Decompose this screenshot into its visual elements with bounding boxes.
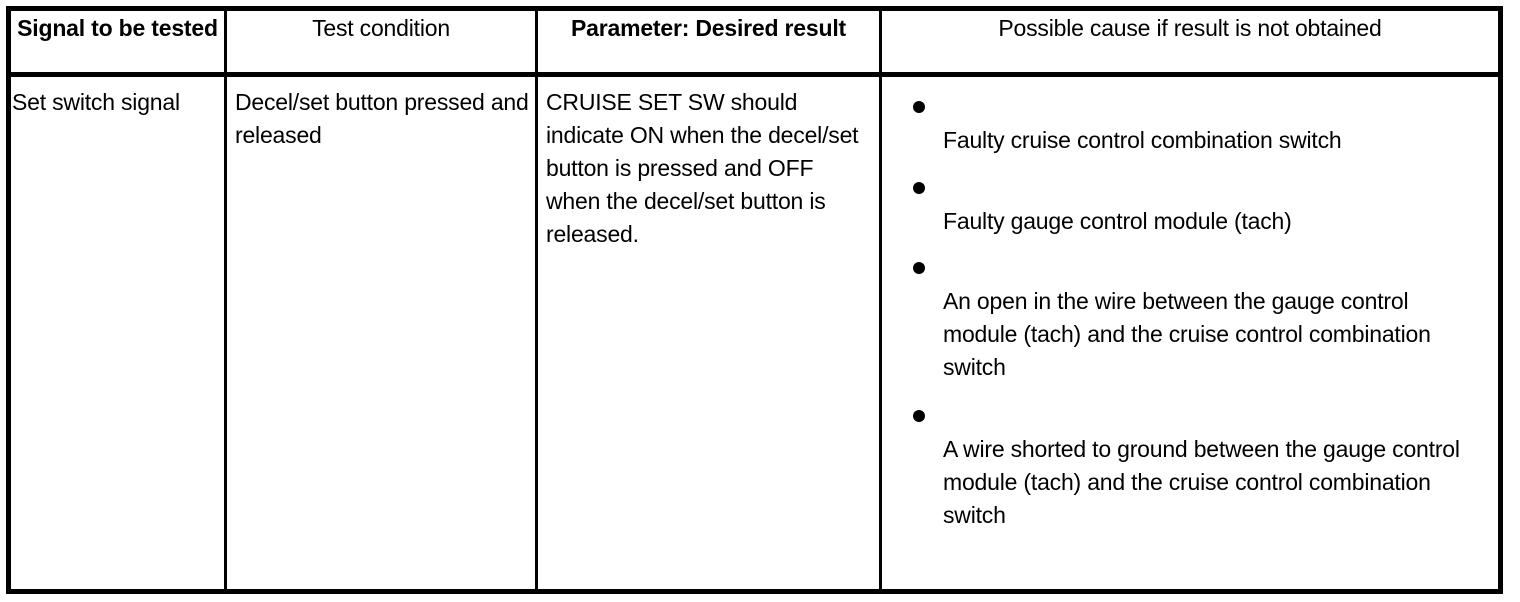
cell-parameter-desired-result: CRUISE SET SW should indicate ON when th… [546, 89, 859, 247]
list-item: Faulty cruise control combination switch [882, 91, 1498, 157]
list-item-label: An open in the wire between the gauge co… [943, 288, 1431, 380]
table-body-row: Set switch signal Decel/set button press… [11, 77, 1498, 589]
list-item-label: A wire shorted to ground between the gau… [943, 436, 1460, 528]
possible-cause-list: Faulty cruise control combination switch… [882, 91, 1498, 532]
bullet-dot-icon [882, 400, 1498, 433]
header-bottom-rule [11, 72, 1498, 77]
column-header-test-condition: Test condition [312, 15, 450, 41]
list-item: Faulty gauge control module (tach) [882, 172, 1498, 238]
list-item-label: Faulty cruise control combination switch [943, 127, 1342, 153]
bullet-dot-icon [882, 172, 1498, 205]
column-divider-1 [224, 11, 227, 589]
bullet-dot-icon [882, 91, 1498, 124]
list-item: An open in the wire between the gauge co… [882, 252, 1498, 384]
column-header-possible-cause: Possible cause if result is not obtained [998, 15, 1382, 41]
column-divider-2 [535, 11, 538, 589]
diagnostic-table: Signal to be tested Test condition Param… [6, 6, 1503, 594]
table-header-row: Signal to be tested Test condition Param… [11, 11, 1498, 72]
list-item: A wire shorted to ground between the gau… [882, 400, 1498, 532]
cell-signal-to-be-tested: Set switch signal [12, 89, 180, 115]
column-header-parameter-desired-result: Parameter: Desired result [571, 15, 846, 41]
cell-possible-cause: Faulty cruise control combination switch… [882, 77, 1498, 589]
column-divider-3 [879, 11, 882, 589]
bullet-dot-icon [882, 252, 1498, 285]
list-item-label: Faulty gauge control module (tach) [943, 208, 1292, 234]
cell-test-condition: Decel/set button pressed and released [235, 89, 529, 148]
column-header-signal-to-be-tested: Signal to be tested [17, 15, 218, 41]
